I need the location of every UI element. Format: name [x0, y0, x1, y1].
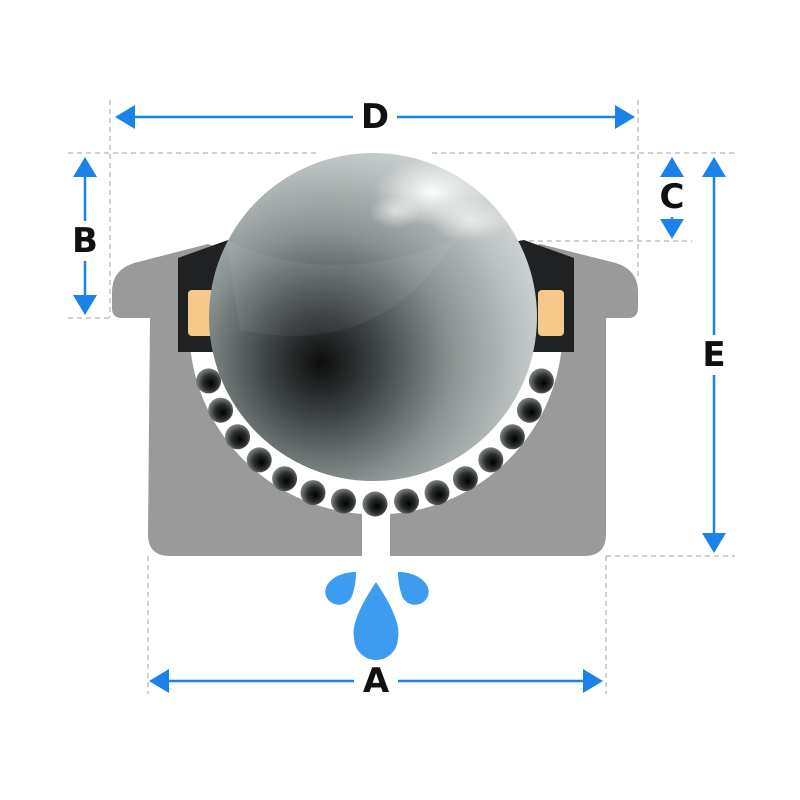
dimension-label-a: A: [354, 661, 398, 701]
support-ball: [478, 447, 504, 473]
support-ball: [272, 466, 298, 492]
water-drop-icon: [353, 582, 399, 660]
dimension-label-c: C: [650, 177, 694, 217]
support-ball: [516, 397, 542, 423]
support-ball: [225, 424, 251, 450]
support-ball: [499, 424, 525, 450]
support-ball: [246, 447, 272, 473]
support-ball: [528, 368, 554, 394]
support-ball: [362, 491, 388, 517]
support-ball-bearings: [196, 368, 554, 517]
support-ball: [394, 488, 419, 514]
guide-lines: [68, 100, 735, 694]
support-ball: [424, 480, 450, 506]
water-drop-icon: [398, 572, 429, 605]
support-ball: [196, 368, 222, 394]
support-ball: [208, 397, 234, 423]
left-felt-ring: [188, 290, 214, 336]
support-ball: [300, 480, 326, 506]
water-drop-icon: [325, 572, 356, 605]
main-ball: [209, 153, 537, 481]
dimension-label-b: B: [63, 221, 107, 261]
water-drops: [325, 572, 429, 660]
dimension-label-d: D: [353, 97, 397, 137]
dimension-label-e: E: [692, 335, 736, 375]
support-ball: [452, 466, 478, 492]
support-ball: [331, 488, 356, 514]
right-felt-ring: [538, 290, 564, 336]
